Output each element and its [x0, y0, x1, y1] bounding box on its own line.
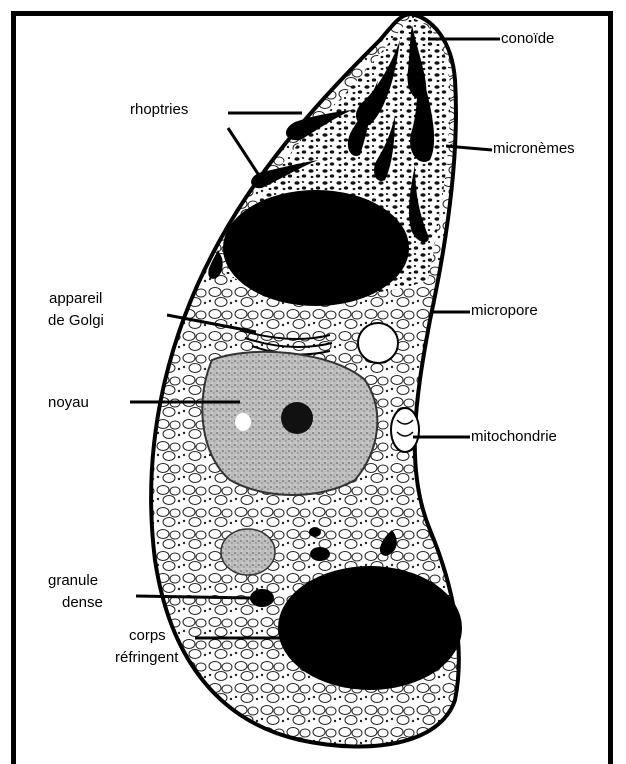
- grey-granule: [221, 529, 275, 575]
- label-appareil-line2: de Golgi: [48, 310, 104, 332]
- nucleus-inclusion: [235, 413, 251, 431]
- label-appareil-de-golgi: appareil de Golgi: [48, 288, 104, 332]
- label-mitochondrie: mitochondrie: [471, 426, 557, 448]
- label-noyau: noyau: [48, 392, 89, 414]
- nucleolus: [281, 402, 313, 434]
- label-appareil-line1: appareil: [48, 288, 104, 310]
- label-corps-refringent: corps réfringent: [115, 625, 178, 669]
- label-granule-line1: granule: [48, 570, 103, 592]
- label-micronemes: micronèmes: [493, 138, 575, 160]
- label-rhoptries: rhoptries: [130, 99, 188, 121]
- apical-dense-body: [223, 190, 409, 306]
- refractile-body: [278, 566, 462, 690]
- label-corps-line2: réfringent: [115, 647, 178, 669]
- mitochondrion: [391, 408, 419, 452]
- label-micropore: micropore: [471, 300, 538, 322]
- label-corps-line1: corps: [115, 625, 178, 647]
- label-granule-dense: granule dense: [48, 570, 103, 614]
- micropore-vesicle: [358, 323, 398, 363]
- label-granule-line2: dense: [48, 592, 103, 614]
- label-conoide: conoïde: [501, 28, 554, 50]
